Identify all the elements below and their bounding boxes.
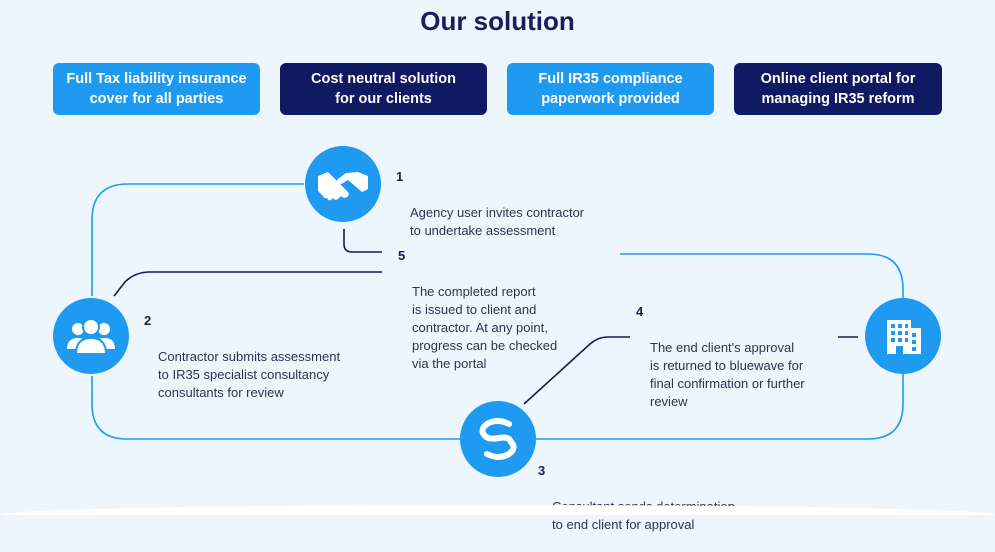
step-4: 4 The end client's approval is returned … xyxy=(636,303,805,429)
step-1: 1 Agency user invites contractor to unde… xyxy=(396,168,584,258)
building-circle xyxy=(865,298,941,374)
step-3-text: Consultant sends determination to end cl… xyxy=(552,499,735,532)
handshake-icon xyxy=(318,172,368,201)
feature-box-insurance: Full Tax liability insurance cover for a… xyxy=(53,63,260,115)
bluewave-logo-icon xyxy=(479,418,517,460)
step-5-number: 5 xyxy=(398,248,406,263)
connector-step5-to-contractor xyxy=(113,271,382,297)
outer-flow-loop xyxy=(91,183,904,440)
step-2-number: 2 xyxy=(144,313,152,328)
feature-box-compliance: Full IR35 compliance paperwork provided xyxy=(507,63,714,115)
page-title: Our solution xyxy=(420,6,575,36)
building-icon xyxy=(887,320,921,354)
step-4-number: 4 xyxy=(636,304,644,319)
feature-box-client-portal: Online client portal for managing IR35 r… xyxy=(734,63,942,115)
step-4-text: The end client's approval is returned to… xyxy=(650,340,805,409)
flow-lines xyxy=(91,183,904,440)
connector-consultant-to-step4 xyxy=(523,336,630,405)
users-circle xyxy=(53,298,129,374)
step-1-number: 1 xyxy=(396,169,404,184)
connector-step1-to-5 xyxy=(343,229,382,253)
handshake-circle xyxy=(305,146,381,222)
step-1-text: Agency user invites contractor to undert… xyxy=(410,205,585,238)
step-5-text: The completed report is issued to client… xyxy=(412,284,558,371)
step-2-text: Contractor submits assessment to IR35 sp… xyxy=(158,349,341,400)
feature-box-cost-neutral: Cost neutral solution for our clients xyxy=(280,63,487,115)
users-icon xyxy=(67,318,115,355)
step-2: 2 Contractor submits assessment to IR35 … xyxy=(144,312,340,420)
step-3-number: 3 xyxy=(538,463,546,478)
step-5: 5 The completed report is issued to clie… xyxy=(398,247,557,391)
bottom-wave xyxy=(0,505,995,515)
bluewave-circle xyxy=(460,401,536,477)
